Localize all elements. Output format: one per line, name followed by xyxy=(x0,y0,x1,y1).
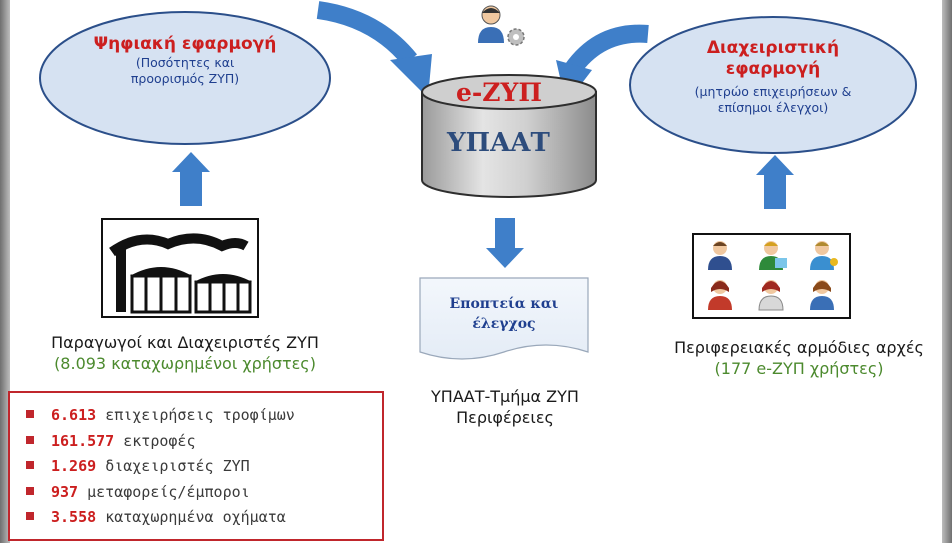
statistic-label: καταχωρημένα οχήματα xyxy=(105,508,286,526)
right-up-arrow xyxy=(756,155,794,209)
right-frame xyxy=(942,0,952,543)
database-cylinder xyxy=(421,74,597,198)
left-caption: Παραγωγοί και Διαχειριστές ΖΥΠ (8.093 κα… xyxy=(0,332,370,374)
bullet-icon xyxy=(26,435,34,444)
statistic-item: 937 μεταφορείς/έμποροι xyxy=(26,480,382,506)
center-caption-sub: Περιφέρειες xyxy=(456,408,554,427)
supervision-document-text: Εποπτεία και έλεγχος xyxy=(449,296,559,332)
left-frame xyxy=(0,0,10,543)
statistic-value: 937 xyxy=(51,482,79,501)
statistic-item: 1.269 διαχειριστές ΖΥΠ xyxy=(26,454,382,480)
database-subtitle: ΥΠΑΑΤ xyxy=(447,128,550,158)
right-oval-subtitle: (μητρώο επιχειρήσεων & επίσημοι έλεγχοι) xyxy=(694,84,852,115)
statistic-value: 3.558 xyxy=(51,508,97,526)
right-oval-label: Διαχειριστική εφαρμογή (μητρώο επιχειρήσ… xyxy=(650,38,896,116)
statistic-value: 6.613 xyxy=(51,406,97,424)
center-caption-main: ΥΠΑΑΤ-Τμήμα ΖΥΠ xyxy=(431,387,579,406)
bullet-icon xyxy=(26,461,34,469)
statistics-box: 6.613 επιχειρήσεις τροφίμων 161.577 εκτρ… xyxy=(8,391,384,541)
right-caption-main: Περιφερειακές αρμόδιες αρχές xyxy=(674,338,924,357)
statistic-label: εκτροφές xyxy=(123,431,196,450)
supervision-document xyxy=(419,277,589,360)
user-gear-icon xyxy=(478,5,525,46)
statistic-label: επιχειρήσεις τροφίμων xyxy=(105,406,295,424)
bullet-icon xyxy=(26,486,34,495)
left-curved-arrow xyxy=(316,1,432,98)
database-title: e-ΖΥΠ xyxy=(456,78,542,107)
left-caption-main: Παραγωγοί και Διαχειριστές ΖΥΠ xyxy=(51,333,319,352)
statistic-label: διαχειριστές ΖΥΠ xyxy=(105,457,250,475)
user-group-icon xyxy=(692,233,851,319)
center-down-arrow xyxy=(486,218,524,268)
statistic-value: 161.577 xyxy=(51,431,115,450)
statistic-item: 161.577 εκτροφές xyxy=(26,429,382,455)
bullet-icon xyxy=(26,410,34,418)
bullet-icon xyxy=(26,512,34,520)
statistic-item: 6.613 επιχειρήσεις τροφίμων xyxy=(26,403,382,429)
center-caption: ΥΠΑΑΤ-Τμήμα ΖΥΠ Περιφέρειες xyxy=(405,386,605,428)
left-caption-sub: (8.093 καταχωρημένοι χρήστες) xyxy=(54,354,316,373)
left-oval xyxy=(39,11,331,145)
left-up-arrow xyxy=(172,152,210,206)
right-caption: Περιφερειακές αρμόδιες αρχές (177 e-ΖΥΠ … xyxy=(650,337,948,379)
left-oval-label: Ψηφιακή εφαρμογή (Ποσότητες και προορισμ… xyxy=(65,34,305,87)
right-oval xyxy=(629,16,917,154)
left-oval-subtitle: (Ποσότητες και προορισμός ΖΥΠ) xyxy=(130,55,240,86)
factory-icon xyxy=(101,218,259,318)
left-oval-title: Ψηφιακή εφαρμογή xyxy=(93,34,277,54)
right-oval-title: Διαχειριστική εφαρμογή xyxy=(706,38,840,79)
right-caption-sub: (177 e-ΖΥΠ χρήστες) xyxy=(714,359,884,378)
statistic-label: μεταφορείς/έμποροι xyxy=(87,482,250,501)
statistic-value: 1.269 xyxy=(51,457,97,475)
statistics-list: 6.613 επιχειρήσεις τροφίμων 161.577 εκτρ… xyxy=(26,403,382,531)
statistic-item: 3.558 καταχωρημένα οχήματα xyxy=(26,505,382,531)
